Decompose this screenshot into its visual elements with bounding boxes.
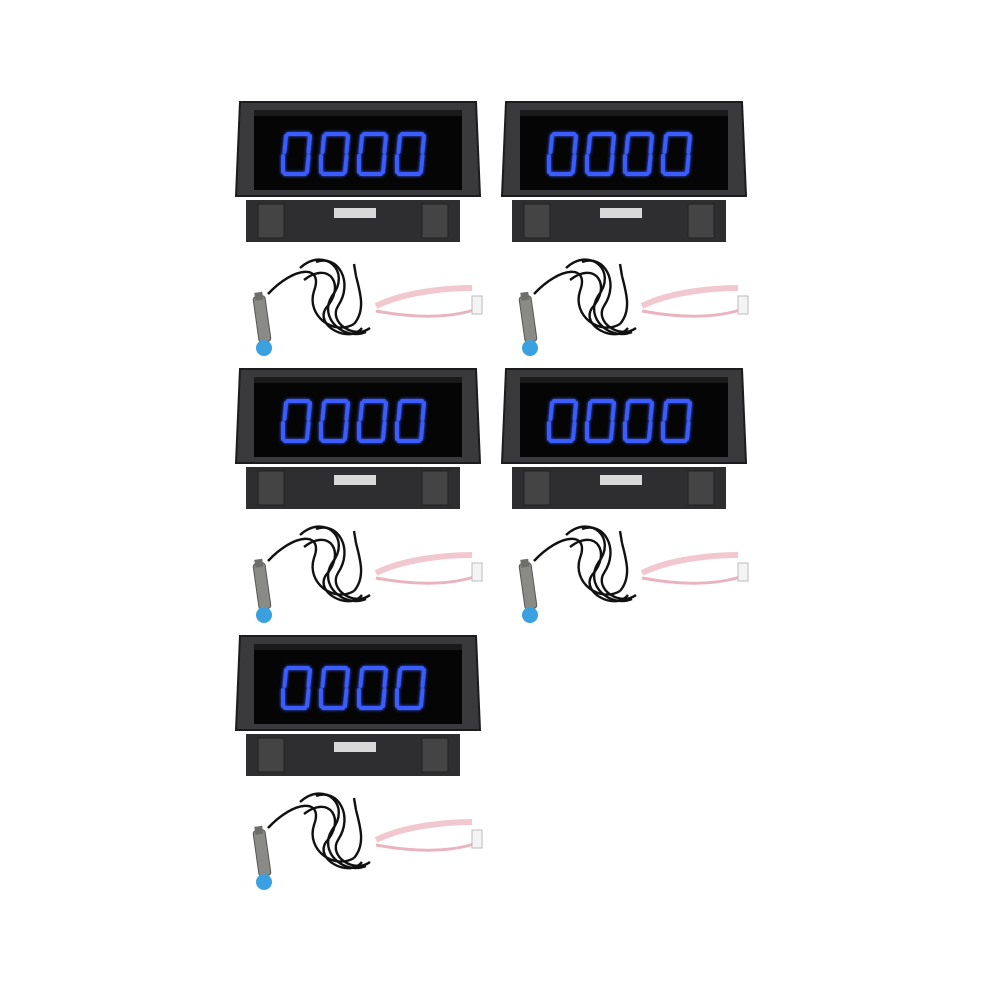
counter-kit bbox=[500, 363, 750, 628]
sensor-cable-icon bbox=[267, 258, 371, 336]
led-display-window bbox=[254, 110, 462, 190]
ribbon-wire-icon bbox=[374, 552, 483, 585]
led-display-window bbox=[254, 644, 462, 724]
counter-kit bbox=[234, 630, 484, 895]
sensor-cable-icon bbox=[267, 792, 371, 870]
led-display-window bbox=[254, 377, 462, 457]
connector-icon bbox=[334, 742, 376, 752]
led-display-window bbox=[520, 377, 728, 457]
ribbon-wire-icon bbox=[640, 552, 749, 585]
seven-segment-digit bbox=[547, 132, 578, 176]
led-digits bbox=[281, 666, 426, 710]
ribbon-wire-icon bbox=[374, 285, 483, 318]
connector-icon bbox=[471, 829, 483, 849]
sensor-cable-icon bbox=[533, 525, 637, 603]
seven-segment-digit bbox=[661, 399, 692, 443]
proximity-sensor-icon bbox=[518, 291, 538, 356]
counter-kit bbox=[234, 96, 484, 361]
seven-segment-digit bbox=[547, 399, 578, 443]
connector-icon bbox=[737, 562, 749, 582]
led-digits bbox=[547, 399, 692, 443]
seven-segment-digit bbox=[585, 399, 616, 443]
seven-segment-digit bbox=[281, 399, 312, 443]
led-digits bbox=[547, 132, 692, 176]
led-display-window bbox=[520, 110, 728, 190]
connector-icon bbox=[600, 475, 642, 485]
seven-segment-digit bbox=[661, 132, 692, 176]
seven-segment-digit bbox=[319, 666, 350, 710]
seven-segment-digit bbox=[357, 666, 388, 710]
counter-kit bbox=[234, 363, 484, 628]
proximity-sensor-icon bbox=[252, 558, 272, 623]
ribbon-wire-icon bbox=[640, 285, 749, 318]
connector-icon bbox=[600, 208, 642, 218]
sensor-cable-icon bbox=[533, 258, 637, 336]
sensor-cable-icon bbox=[267, 525, 371, 603]
seven-segment-digit bbox=[395, 132, 426, 176]
ribbon-wire-icon bbox=[374, 819, 483, 852]
connector-icon bbox=[471, 562, 483, 582]
seven-segment-digit bbox=[281, 132, 312, 176]
meter-housing bbox=[234, 635, 482, 776]
connector-icon bbox=[737, 295, 749, 315]
connector-icon bbox=[334, 475, 376, 485]
seven-segment-digit bbox=[319, 399, 350, 443]
counter-kit bbox=[500, 96, 750, 361]
seven-segment-digit bbox=[585, 132, 616, 176]
seven-segment-digit bbox=[395, 399, 426, 443]
connector-icon bbox=[471, 295, 483, 315]
seven-segment-digit bbox=[357, 132, 388, 176]
seven-segment-digit bbox=[395, 666, 426, 710]
led-digits bbox=[281, 132, 426, 176]
seven-segment-digit bbox=[623, 399, 654, 443]
connector-icon bbox=[334, 208, 376, 218]
seven-segment-digit bbox=[319, 132, 350, 176]
seven-segment-digit bbox=[281, 666, 312, 710]
proximity-sensor-icon bbox=[252, 291, 272, 356]
led-digits bbox=[281, 399, 426, 443]
seven-segment-digit bbox=[357, 399, 388, 443]
seven-segment-digit bbox=[623, 132, 654, 176]
proximity-sensor-icon bbox=[518, 558, 538, 623]
proximity-sensor-icon bbox=[252, 825, 272, 890]
